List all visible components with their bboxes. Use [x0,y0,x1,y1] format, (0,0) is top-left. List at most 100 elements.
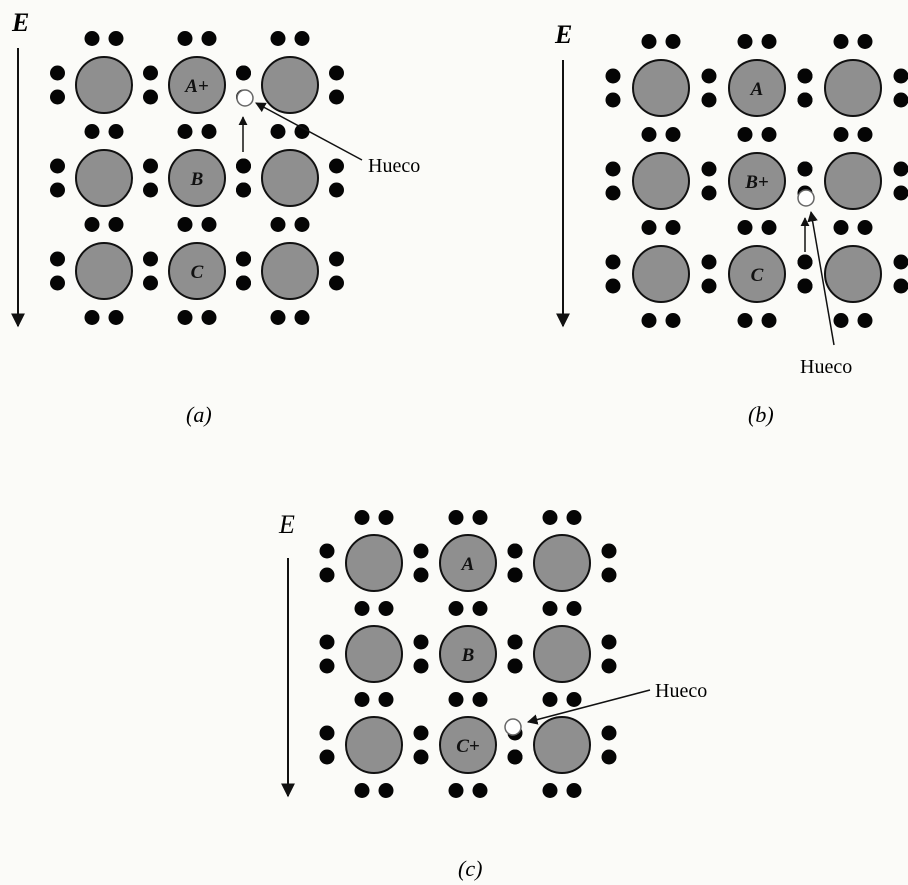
hueco-pointer [807,210,835,346]
electron [833,313,849,328]
electron [294,31,310,46]
atom [632,59,690,117]
electron [294,217,310,232]
electron [270,310,286,325]
electron [143,65,158,81]
electron [329,89,344,105]
electron [294,124,310,139]
hueco-pointer [526,689,651,725]
hole-marker [504,718,522,736]
atom [75,149,133,207]
electron [605,278,621,294]
atom-label: A [750,79,764,100]
electron [641,127,657,142]
electron [319,725,335,741]
electron [177,217,193,232]
electron [507,658,523,674]
atom [261,242,319,300]
electron [833,34,849,49]
hole-marker [236,89,254,107]
atom [439,534,497,592]
electron [542,510,558,525]
electron [108,124,124,139]
electron [665,313,681,328]
lattice: A+ B C [50,31,344,325]
electron [761,127,777,142]
electron [143,89,158,105]
electron [50,158,65,174]
atom [533,534,591,592]
electron [507,749,523,765]
electron [270,217,286,232]
electron [737,313,753,328]
electron [319,634,335,650]
electron [329,65,344,81]
electron [641,313,657,328]
lattice: AB+C [605,34,908,328]
panel-caption: (b) [748,402,774,427]
electron [448,783,464,798]
electron [378,783,394,798]
electron [378,601,394,616]
electron [737,127,753,142]
hueco-label: Hueco [655,680,707,702]
atom [345,534,403,592]
electron [329,275,344,291]
electron [605,254,621,270]
electron [413,567,429,583]
hueco-label: Hueco [368,155,420,177]
electron [84,217,100,232]
electron [236,158,251,174]
electron [761,313,777,328]
electron [143,275,158,291]
electron [601,749,617,765]
electron [50,275,65,291]
atom [168,149,226,207]
electron [472,783,488,798]
electron [108,217,124,232]
electron [566,510,582,525]
electron [857,127,873,142]
electron [797,254,813,270]
electron [472,510,488,525]
atom-label: B [190,169,204,190]
electron [50,65,65,81]
electron [833,127,849,142]
atom [439,625,497,683]
lattice: ABC+ [319,510,617,798]
electron [270,124,286,139]
hueco-pointer [255,102,363,161]
electron [413,634,429,650]
electron [378,692,394,707]
atom-label: A+ [184,76,209,97]
electron [236,182,251,198]
electron [893,254,908,270]
electron [641,34,657,49]
electron [201,217,217,232]
atom [168,56,226,114]
electron [761,34,777,49]
electron [605,161,621,177]
electron [177,31,193,46]
electron [797,278,813,294]
electron [319,567,335,583]
electron [201,31,217,46]
electron [294,310,310,325]
atom [728,245,786,303]
atom [261,56,319,114]
electron [542,783,558,798]
electron [641,220,657,235]
hole-marker [797,189,815,207]
electron [472,692,488,707]
electron [329,251,344,267]
electron [84,310,100,325]
electron [201,310,217,325]
electron [354,692,370,707]
atom-label: C [191,262,204,283]
panel-caption: (c) [458,856,482,881]
atom [824,59,882,117]
electron [601,658,617,674]
electron [108,31,124,46]
atom [168,242,226,300]
